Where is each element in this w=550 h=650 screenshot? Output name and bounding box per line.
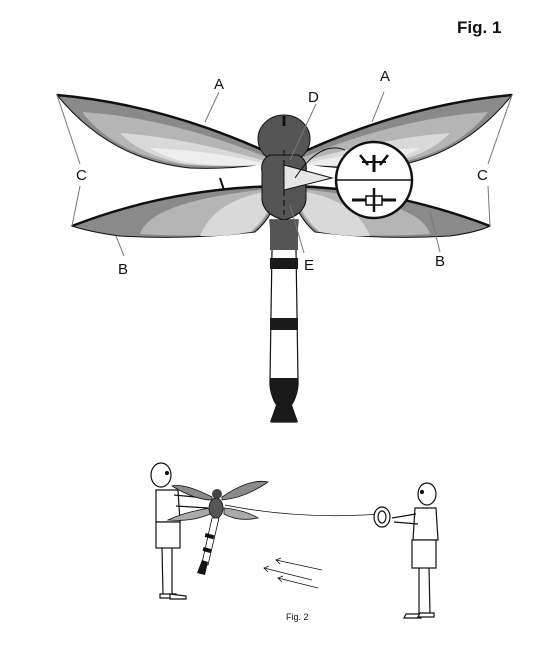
label-b-right: B [435,253,445,270]
label-e: E [304,257,314,274]
kite-tail [269,219,299,423]
right-person [373,482,439,619]
label-a-left: A [214,76,224,93]
figure-2-caption: Fig. 2 [286,612,309,622]
dragonfly-kite-figure-1: A A D C C B B E [55,68,514,423]
label-c-right: C [477,167,488,184]
label-a-right: A [380,68,390,85]
small-kite [166,480,269,575]
label-b-left: B [118,261,128,278]
launch-illustration-figure-2: Fig. 2 [150,462,439,622]
label-c-left: C [76,167,87,184]
figure-1-title: Fig. 1 [457,18,501,37]
detail-magnifier [294,140,414,220]
label-d: D [308,89,319,106]
kite-line [224,504,381,517]
lower-left-wing [70,177,281,238]
left-person [150,462,209,600]
wind-arrows [263,557,323,589]
label-leader-lines [56,91,513,257]
upper-left-wing [55,93,286,169]
